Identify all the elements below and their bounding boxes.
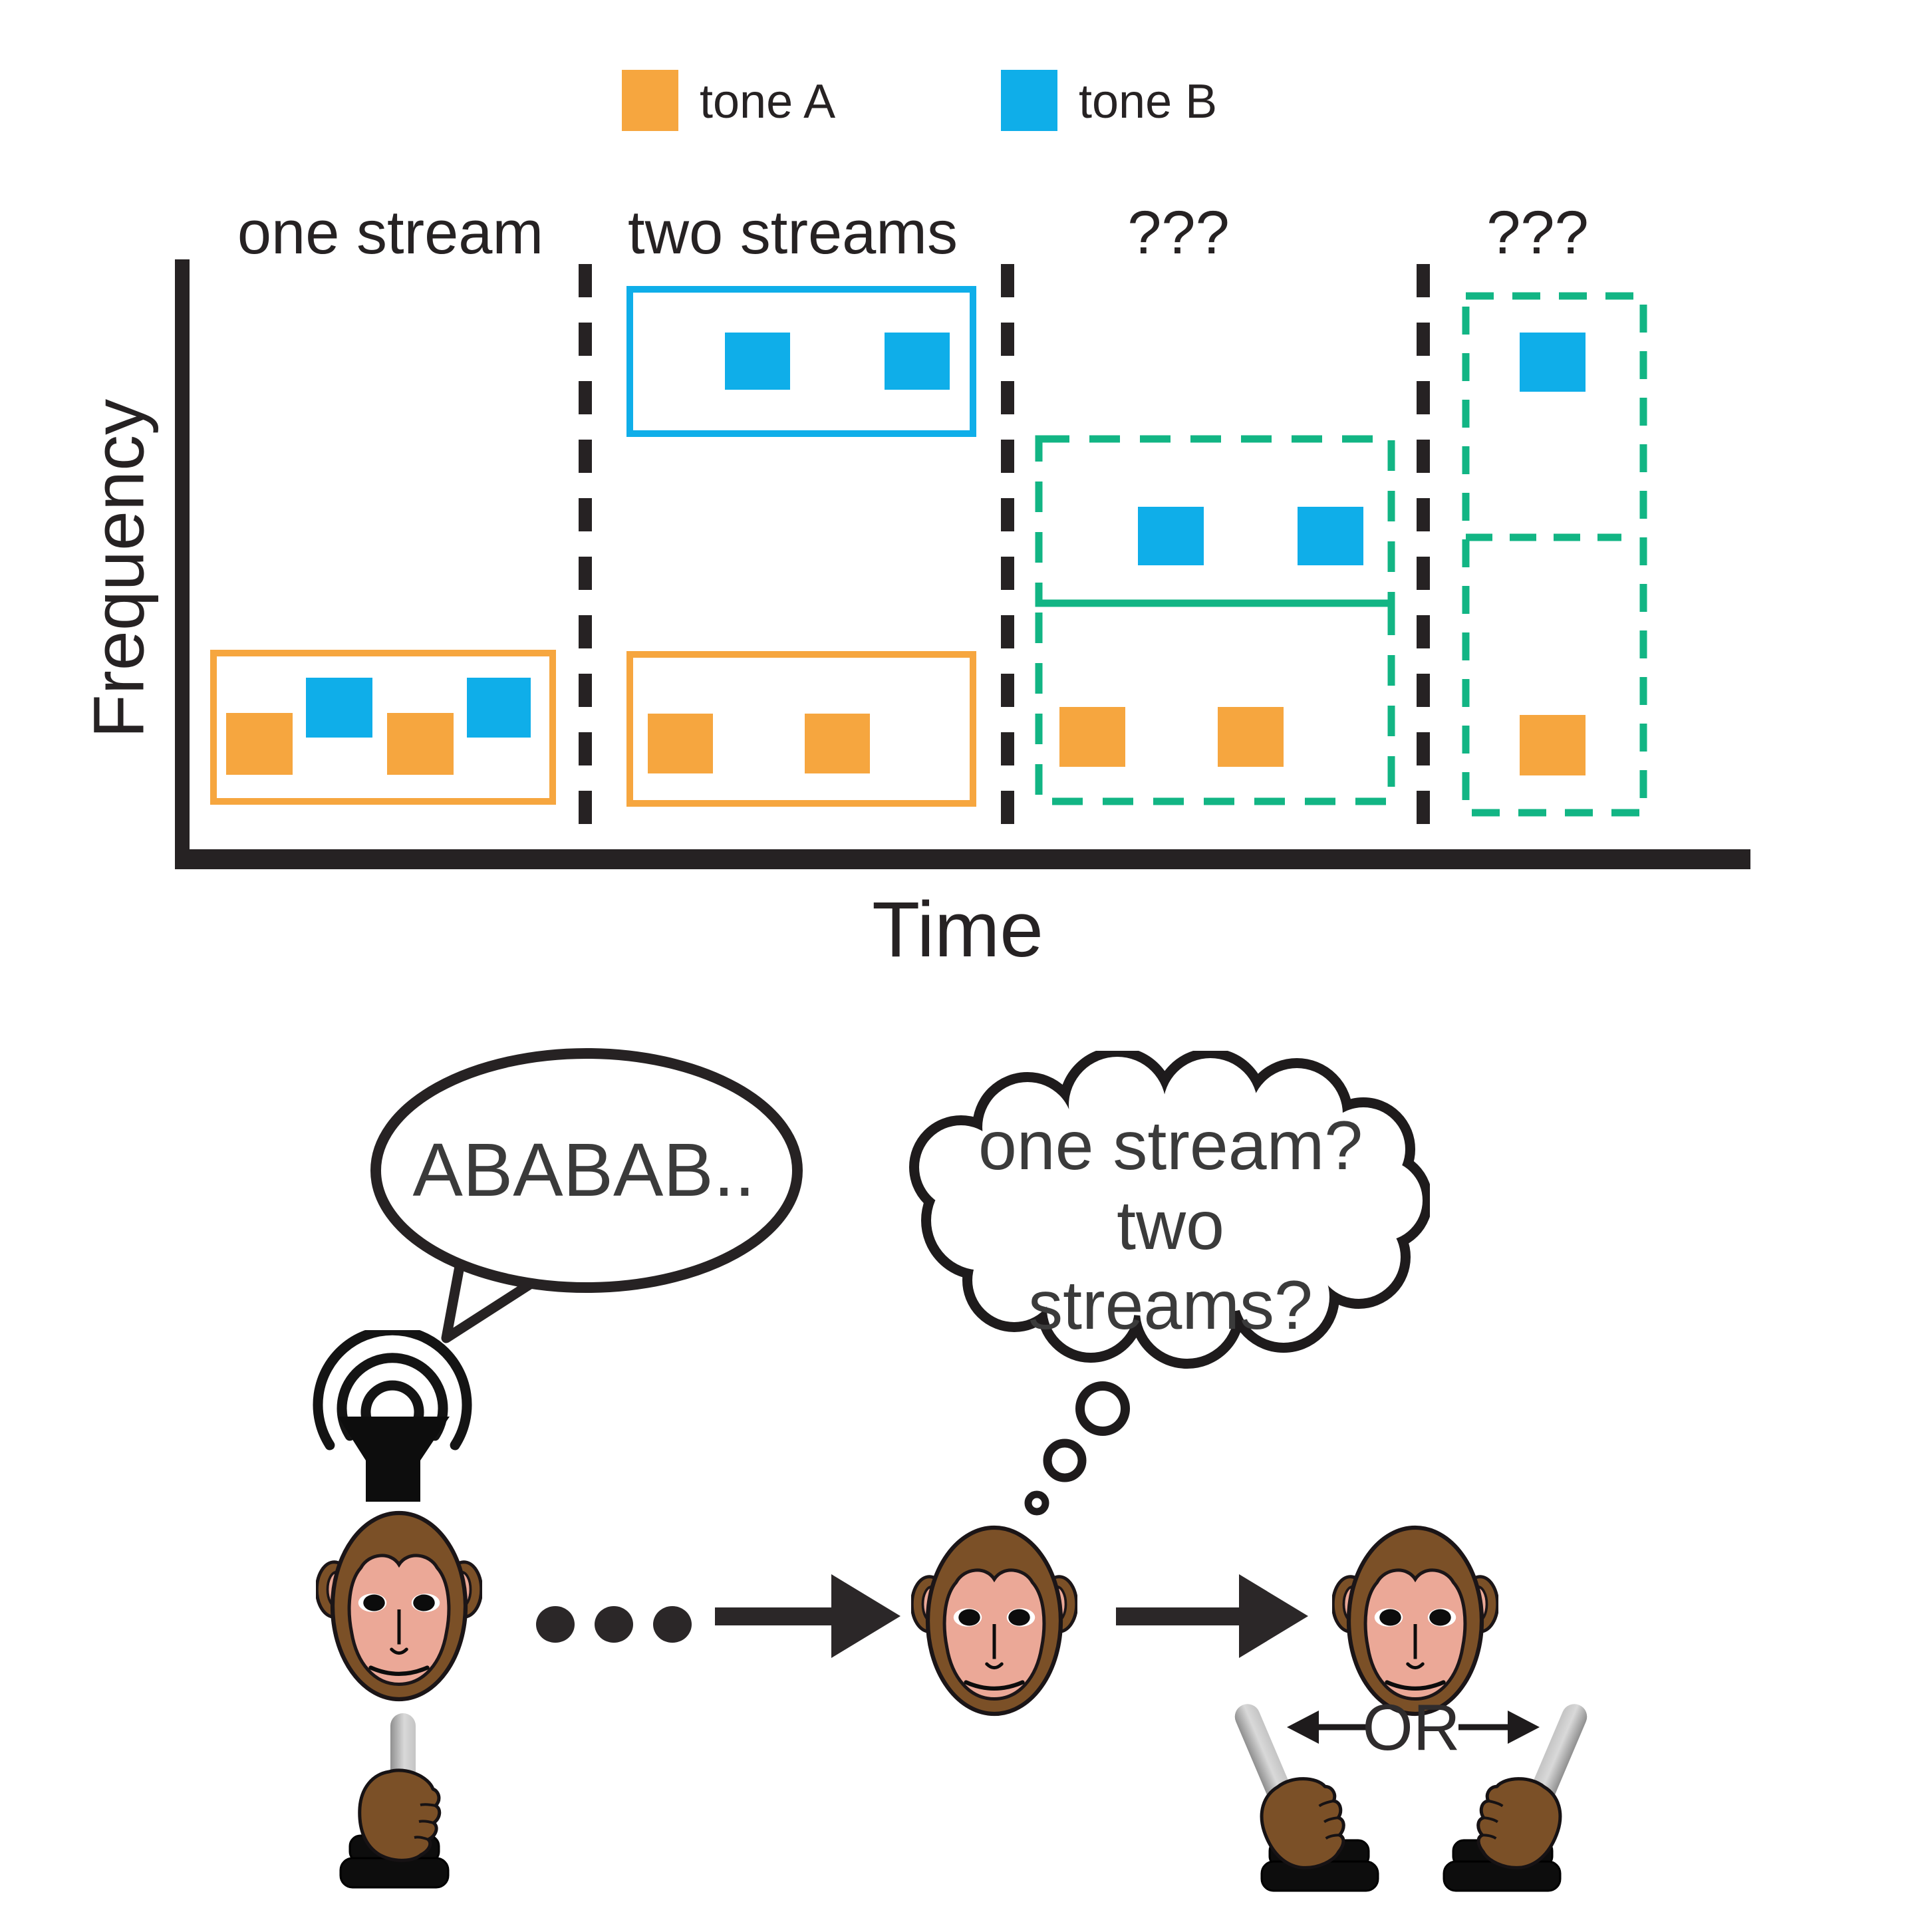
- tone-a-square: [648, 714, 713, 773]
- tone-a-square: [387, 713, 454, 775]
- right-response-lever[interactable]: [1435, 1703, 1588, 1909]
- panel2-b-stream-box: [626, 286, 976, 437]
- thought-line-3: streams?: [1028, 1267, 1313, 1344]
- tone-b-square: [885, 333, 950, 390]
- chart-overlay: [579, 264, 1647, 846]
- left-response-lever[interactable]: [1234, 1703, 1387, 1909]
- tone-a-square: [805, 714, 870, 773]
- thought-bubble: one stream? two streams?: [909, 1051, 1430, 1516]
- tone-a-square: [226, 713, 293, 775]
- panel3-upper-dashed-box: [1035, 435, 1395, 607]
- ellipsis-dot: [595, 1606, 633, 1643]
- tone-b-square: [306, 678, 372, 738]
- panel2-a-stream-box: [626, 651, 976, 807]
- or-label: OR: [1363, 1693, 1460, 1764]
- ellipsis-dot: [536, 1606, 575, 1643]
- thought-line-2: two: [1117, 1187, 1224, 1264]
- loudspeaker-icon: [313, 1330, 472, 1502]
- panel4-title: ???: [1486, 199, 1589, 267]
- tone-b-square: [1520, 333, 1586, 392]
- speech-bubble: ABABAB..: [370, 1048, 803, 1343]
- or-choice-indicator: OR: [1287, 1693, 1540, 1764]
- panel3-title: ???: [1127, 199, 1230, 267]
- arrow-2-shaft: [1116, 1607, 1242, 1625]
- left-arrow-icon: [1287, 1711, 1319, 1744]
- arrow-2-head: [1239, 1574, 1308, 1658]
- frequency-axis-line: [175, 259, 190, 869]
- tone-b-swatch-icon: [1001, 70, 1057, 131]
- tone-a-legend-label: tone A: [700, 75, 836, 128]
- thought-trail-circle: [1075, 1381, 1130, 1436]
- tone-a-square: [1520, 715, 1586, 775]
- panel1-title: one stream: [237, 199, 544, 267]
- monkey-1-response-lever[interactable]: [329, 1703, 476, 1909]
- time-axis-line: [175, 849, 1750, 869]
- panel3-lower-dashed-box: [1035, 599, 1395, 805]
- tone-a-square: [1218, 707, 1284, 767]
- thought-trail-circle: [1043, 1439, 1087, 1482]
- arrow-1-head: [831, 1574, 900, 1658]
- tone-a-swatch-icon: [622, 70, 678, 131]
- tone-b-legend-label: tone B: [1079, 75, 1218, 128]
- panel4-dashed-box: [1462, 292, 1647, 817]
- monkey-3-face: [1332, 1521, 1498, 1721]
- right-arrow-icon: [1508, 1711, 1540, 1744]
- tone-a-square: [1059, 707, 1125, 767]
- panel2-title: two streams: [628, 199, 958, 267]
- tone-b-square: [725, 333, 790, 390]
- tone-b-square: [1138, 507, 1204, 565]
- thought-trail-circle: [1024, 1490, 1049, 1516]
- monkey-1-face: [316, 1506, 482, 1706]
- thought-line-1: one stream?: [978, 1107, 1363, 1184]
- tone-b-square: [1298, 507, 1363, 565]
- x-axis-label: Time: [872, 886, 1043, 974]
- tone-b-square: [467, 678, 531, 738]
- speech-bubble-text: ABABAB..: [412, 1128, 755, 1212]
- ellipsis-dot: [653, 1606, 692, 1643]
- arrow-1-shaft: [715, 1607, 835, 1625]
- panel1-stream-box: [210, 650, 556, 805]
